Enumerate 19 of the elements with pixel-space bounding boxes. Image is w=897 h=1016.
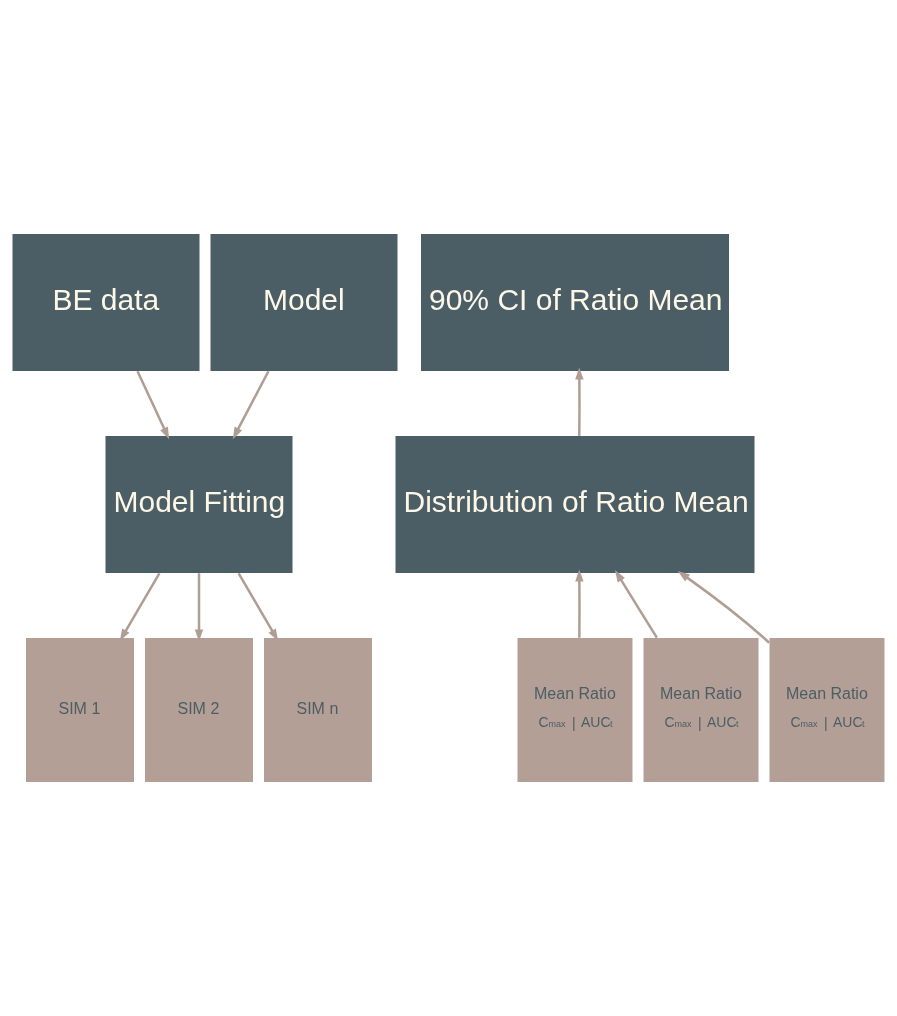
arrow bbox=[136, 370, 170, 440]
node-box: SIM n bbox=[264, 638, 372, 782]
arrow bbox=[237, 572, 279, 641]
arrow bbox=[575, 367, 584, 436]
arrow bbox=[232, 370, 270, 440]
node-box: 90% CI of Ratio Mean bbox=[421, 234, 729, 371]
node-box: Mean Ratio Cmax | AUCt bbox=[517, 638, 633, 782]
arrow bbox=[614, 570, 658, 639]
arrow bbox=[119, 572, 161, 641]
node-box: BE data bbox=[12, 234, 200, 371]
node-box: SIM 2 bbox=[145, 638, 253, 782]
arrow bbox=[575, 569, 584, 638]
arrow bbox=[677, 571, 770, 644]
node-box: SIM 1 bbox=[26, 638, 134, 782]
node-box: Model Fitting bbox=[105, 436, 293, 573]
node-box: Model bbox=[210, 234, 398, 371]
node-box: Distribution of Ratio Mean bbox=[395, 436, 755, 573]
node-box: Mean Ratio Cmax | AUCt bbox=[769, 638, 885, 782]
node-box: Mean Ratio Cmax | AUCt bbox=[643, 638, 759, 782]
